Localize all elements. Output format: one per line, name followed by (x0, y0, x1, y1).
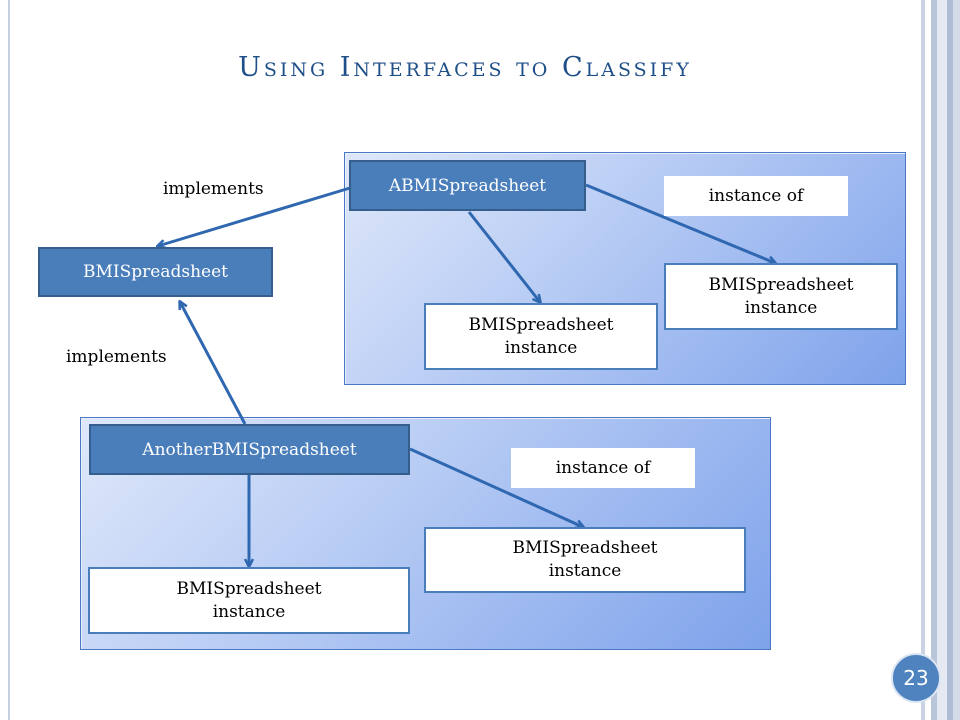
instance-of-label-top: instance of (664, 176, 848, 216)
instance-type-text: BMISpreadsheet (176, 578, 322, 599)
instance-word-text: instance (548, 561, 622, 581)
instance-of-label-bottom: instance of (511, 448, 695, 488)
instance-type-text: BMISpreadsheet (708, 274, 854, 295)
instance-type-text: BMISpreadsheet (512, 538, 658, 558)
slide-right-decoration (917, 0, 960, 720)
instance-box-bottom-right[interactable]: BMISpreadsheet instance (424, 527, 746, 593)
instance-type-text: BMISpreadsheet (468, 314, 614, 335)
instance-word-text: instance (744, 297, 818, 318)
instance-box-bottom-left[interactable]: BMISpreadsheet instance (88, 567, 410, 634)
implements-label-bottom: implements (66, 347, 167, 367)
instance-word-text: instance (504, 337, 578, 358)
slide-left-rule (8, 0, 10, 720)
class-box-anotherbmispreadsheet[interactable]: AnotherBMISpreadsheet (89, 424, 410, 475)
instance-word-text: instance (212, 601, 286, 622)
implements-label-top: implements (163, 179, 264, 199)
page-number-badge: 23 (891, 653, 941, 703)
instance-box-top-left[interactable]: BMISpreadsheet instance (424, 303, 658, 370)
implements-arrow-bottom (180, 302, 247, 425)
class-box-abmispreadsheet[interactable]: ABMISpreadsheet (349, 160, 586, 211)
slide-title: Using Interfaces to Classify (238, 52, 692, 83)
interface-box[interactable]: BMISpreadsheet (38, 247, 273, 297)
instance-box-top-right[interactable]: BMISpreadsheet instance (664, 263, 898, 330)
